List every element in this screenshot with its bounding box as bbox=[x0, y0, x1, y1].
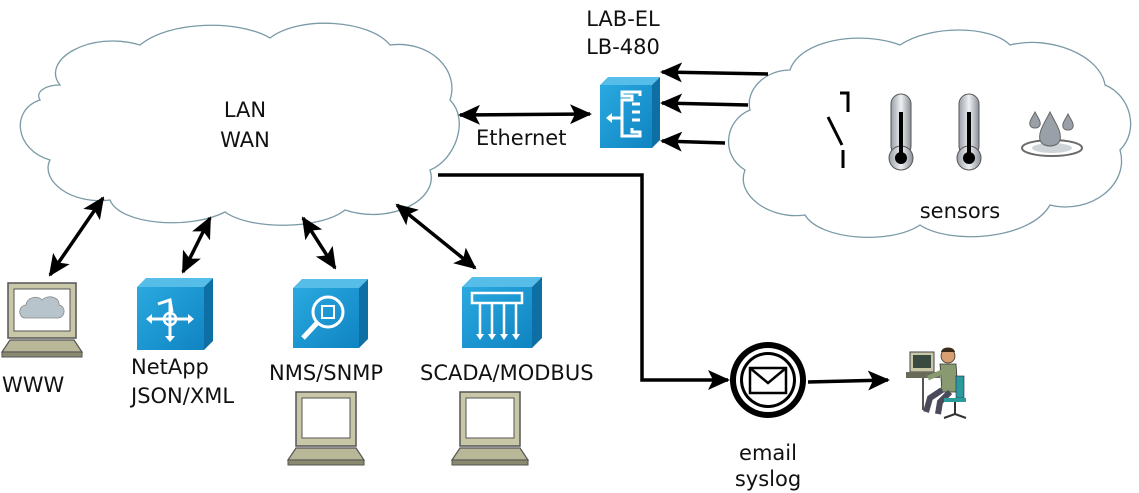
www-label: WWW bbox=[2, 373, 65, 397]
sensors-label: sensors bbox=[919, 199, 1001, 223]
thermometer-sensor-icon-2 bbox=[956, 93, 982, 171]
sensor-arrow-3 bbox=[660, 131, 726, 152]
ethernet-label: Ethernet bbox=[476, 126, 567, 150]
operator-arrow bbox=[807, 370, 890, 391]
humidity-sensor-icon bbox=[1021, 110, 1083, 157]
ethernet-link-arrow bbox=[458, 104, 592, 125]
syslog-label: syslog bbox=[734, 467, 802, 491]
device-label-model: LB-480 bbox=[586, 35, 660, 59]
cloud-label-wan: WAN bbox=[220, 128, 270, 152]
scada-computer-icon bbox=[450, 391, 530, 466]
lan-wan-cloud bbox=[19, 22, 460, 226]
json-xml-label: JSON/XML bbox=[131, 384, 235, 408]
netapp-label: NetApp bbox=[131, 355, 209, 379]
operator-icon bbox=[906, 347, 967, 419]
device-label-brand: LAB-EL bbox=[586, 7, 660, 31]
sensor-arrow-2 bbox=[660, 93, 749, 114]
notify-path-arrow bbox=[438, 173, 730, 390]
sensor-arrow-1 bbox=[660, 62, 769, 83]
netapp-link-arrow bbox=[181, 216, 212, 274]
scada-bus-icon bbox=[462, 277, 542, 348]
nms-snmp-label: NMS/SNMP bbox=[269, 361, 384, 385]
email-icon bbox=[730, 342, 806, 418]
thermometer-sensor-icon-1 bbox=[888, 93, 914, 171]
scada-link-arrow bbox=[395, 203, 477, 270]
lab-el-device-icon bbox=[600, 77, 660, 148]
nms-magnifier-icon bbox=[293, 279, 368, 348]
cloud-label-lan: LAN bbox=[223, 98, 267, 122]
scada-modbus-label: SCADA/MODBUS bbox=[420, 361, 594, 385]
nms-link-arrow bbox=[301, 216, 337, 270]
sensors-cloud bbox=[728, 29, 1132, 238]
netapp-router-icon bbox=[137, 278, 213, 350]
www-link-arrow bbox=[48, 196, 105, 277]
www-computer-icon bbox=[0, 282, 84, 358]
switch-sensor-icon bbox=[826, 91, 850, 168]
nms-computer-icon bbox=[286, 391, 366, 466]
email-label: email bbox=[739, 441, 797, 465]
